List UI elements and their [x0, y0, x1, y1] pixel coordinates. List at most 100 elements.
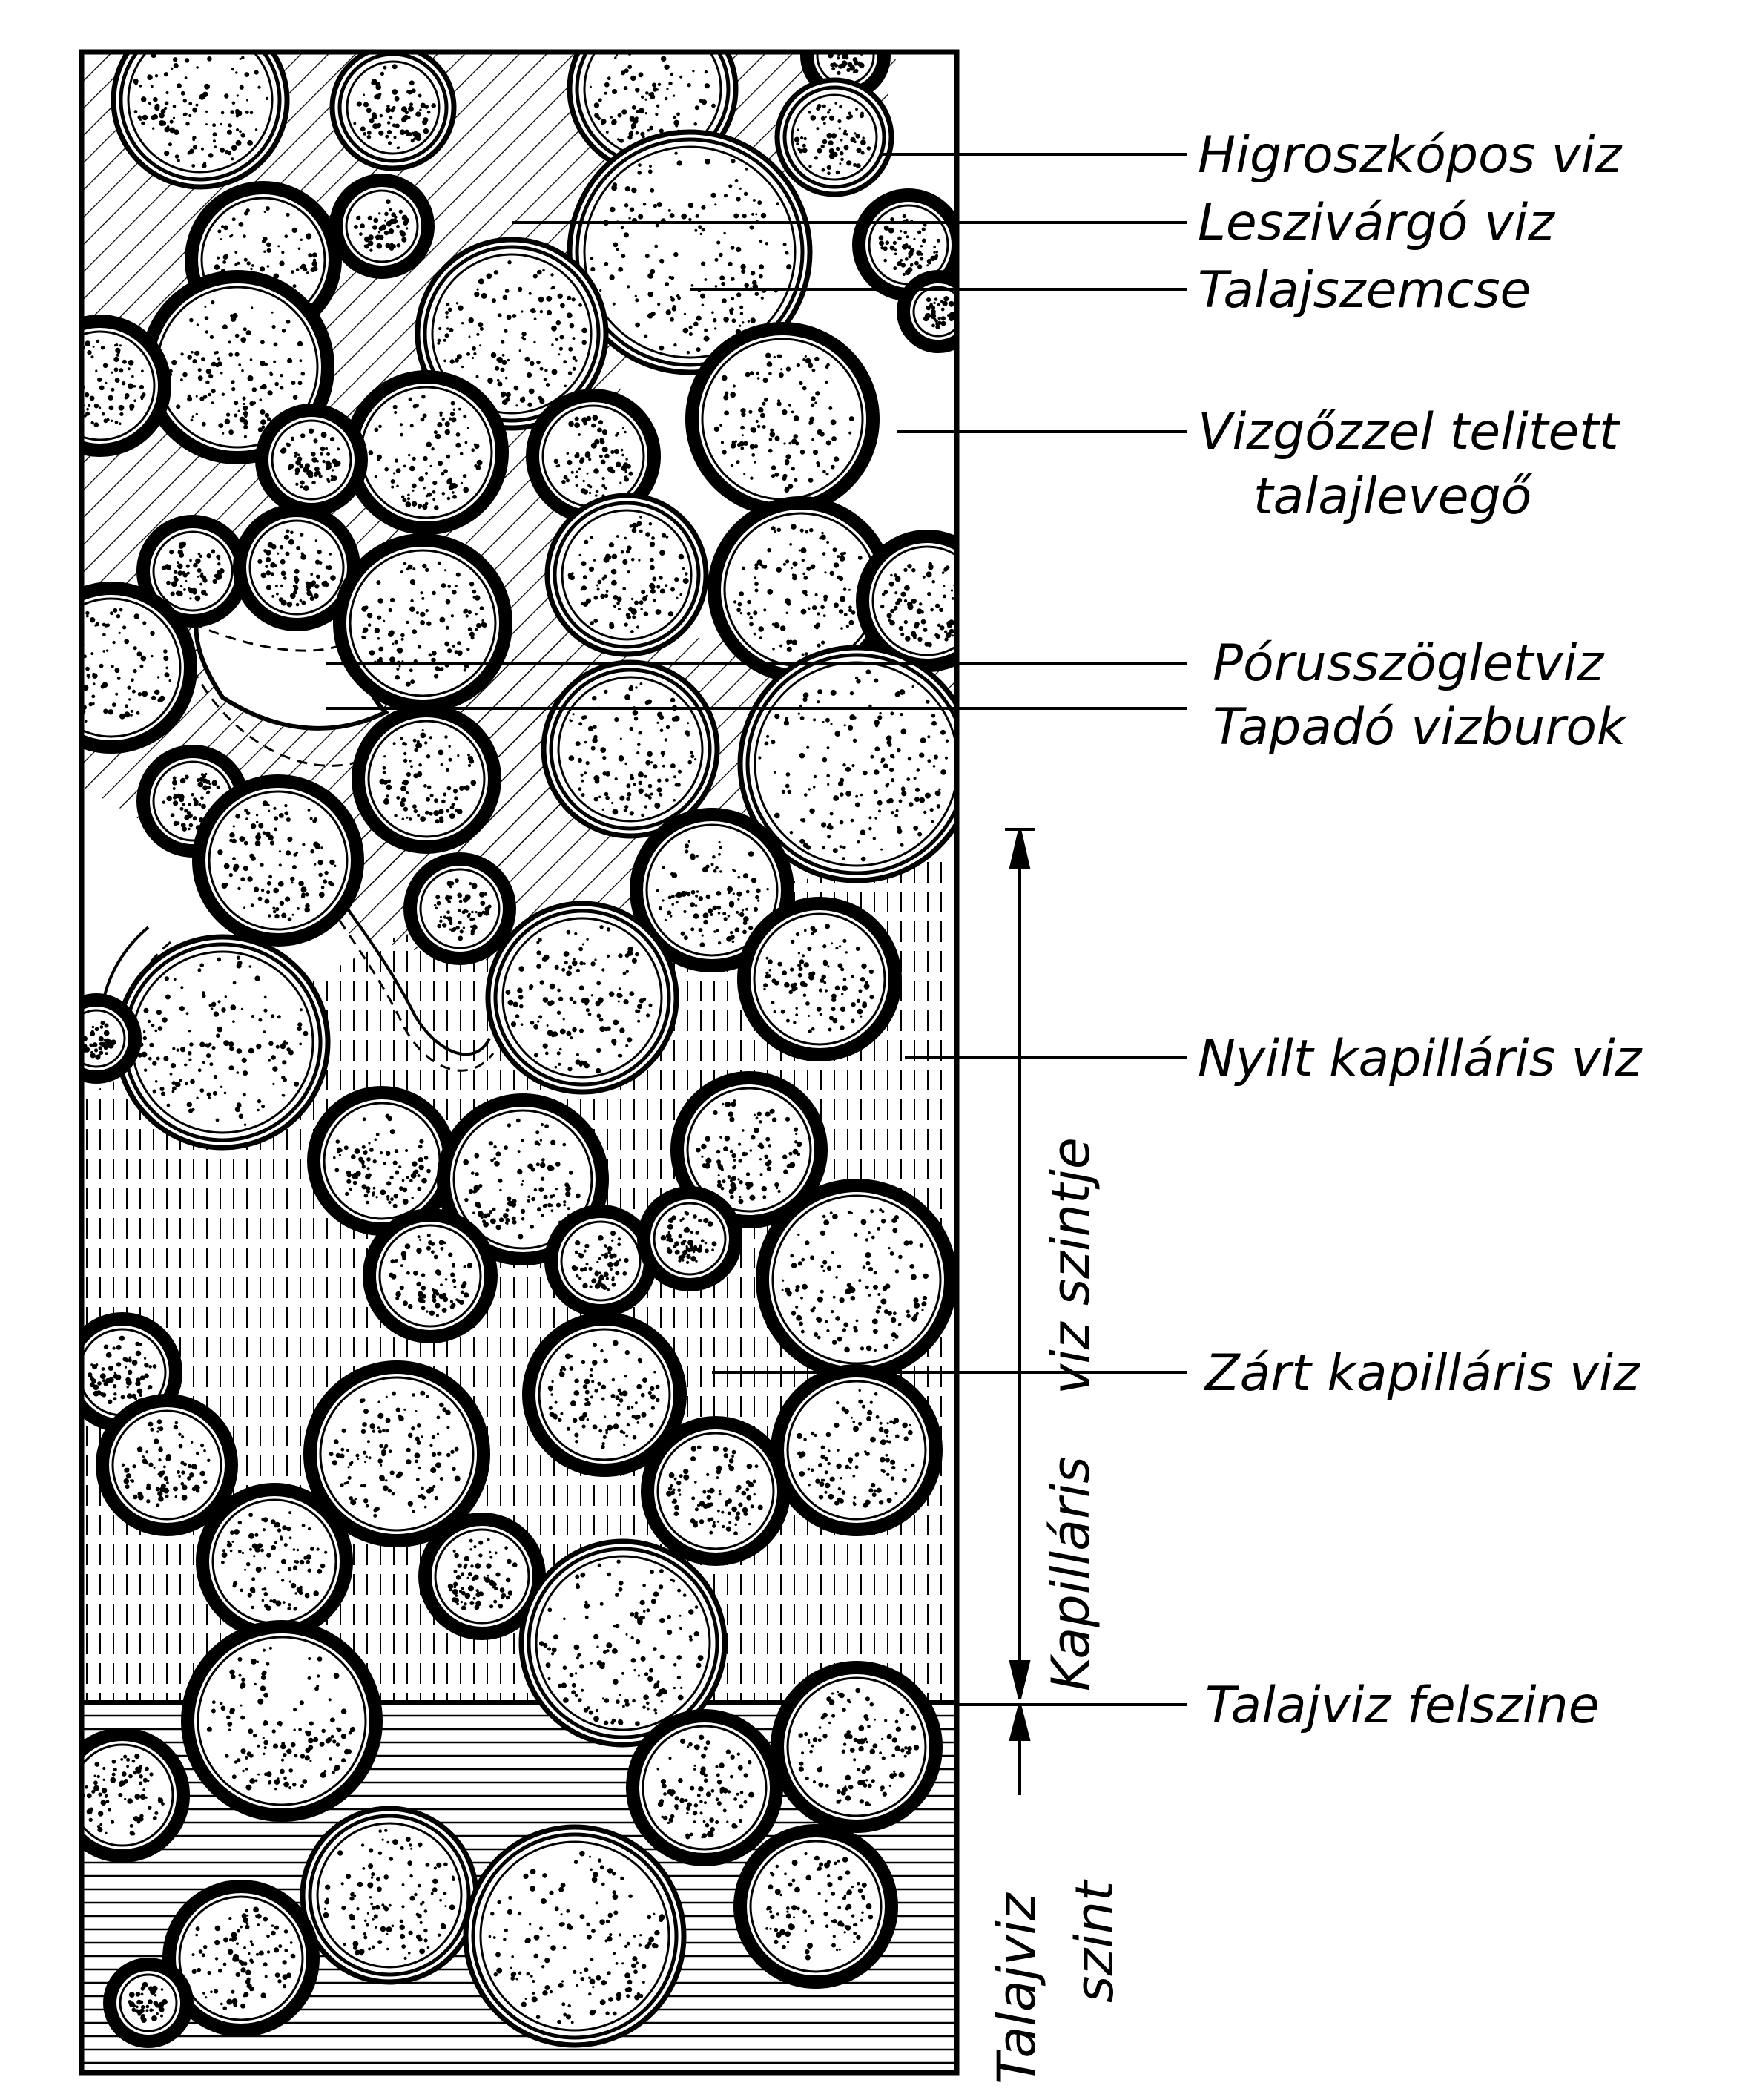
- soil-particle: [82, 1728, 190, 1863]
- soil-particle: [344, 370, 509, 535]
- soil-column: [82, 52, 957, 2073]
- soil-grain: [431, 253, 593, 415]
- soil-particle: [418, 1513, 546, 1640]
- soil-grain: [82, 597, 182, 738]
- label-vizgozzel-2: talajlevegő: [1253, 467, 1533, 526]
- soil-particle: [162, 1880, 320, 2037]
- soil-particle: [96, 1394, 238, 1536]
- soil-grain: [208, 790, 349, 931]
- soil-particle: [352, 704, 501, 854]
- soil-grain: [786, 1676, 927, 1817]
- soil-grain: [319, 1376, 475, 1532]
- soil-particle: [82, 315, 171, 457]
- soil-grain: [656, 1432, 775, 1550]
- soil-particle: [756, 1179, 957, 1380]
- soil-particle: [567, 52, 739, 175]
- soil-particle: [363, 1208, 498, 1343]
- soil-grain: [211, 1498, 337, 1625]
- soil-grain: [561, 509, 693, 641]
- column-frame: [79, 49, 960, 2076]
- soil-grain: [701, 338, 864, 501]
- soil-particle: [437, 1093, 609, 1265]
- soil-particle: [233, 504, 360, 631]
- soil-grain: [583, 145, 797, 359]
- soil-grain: [197, 1636, 367, 1806]
- soil-particle: [255, 404, 368, 516]
- soil-grain: [786, 1380, 927, 1521]
- soil-grain: [248, 519, 345, 616]
- soil-particle: [300, 1806, 479, 1985]
- soil-grain: [367, 720, 486, 838]
- soil-particle: [630, 808, 794, 972]
- soil-particle: [737, 645, 957, 883]
- soil-grain: [538, 1328, 671, 1461]
- soil-particles: [82, 52, 957, 2048]
- soil-particle: [103, 1958, 194, 2048]
- soil-particle: [114, 934, 331, 1151]
- soil-particle: [567, 129, 813, 375]
- soil-particle: [463, 1824, 687, 2048]
- soil-particle: [670, 1071, 828, 1228]
- leader-lines: [326, 153, 1187, 1706]
- soil-particle: [111, 52, 290, 190]
- vlabel-kapillaris: Kapilláris: [1041, 1456, 1101, 1691]
- soil-particle: [626, 1709, 783, 1866]
- soil-grain: [754, 661, 957, 867]
- soil-particle: [856, 530, 957, 672]
- label-tapado: Tapadó vizburok: [1213, 698, 1628, 757]
- soil-particle: [303, 1360, 490, 1547]
- soil-grain: [771, 1194, 942, 1365]
- label-zart: Zárt kapilláris viz: [1204, 1344, 1640, 1403]
- soil-grain: [541, 404, 645, 508]
- soil-grain: [360, 386, 493, 519]
- vlabel-viz-szintje: viz szintje: [1041, 1137, 1101, 1395]
- soil-particle: [544, 1205, 657, 1317]
- soil-particle: [196, 1483, 353, 1640]
- soil-particle: [774, 77, 894, 197]
- soil-particle: [522, 1312, 687, 1477]
- soil-particle: [82, 582, 197, 754]
- soil-particle: [637, 1186, 742, 1291]
- soil-particle: [737, 897, 902, 1061]
- soil-particle: [82, 993, 142, 1084]
- soil-grain: [642, 1725, 768, 1851]
- soil-particle: [192, 774, 364, 947]
- soil-grain: [82, 330, 156, 441]
- soil-grain: [111, 1409, 222, 1521]
- soil-grain: [501, 917, 663, 1079]
- soil-particle: [544, 493, 709, 657]
- vlabel-szint: szint: [1064, 1879, 1125, 2003]
- soil-particle: [518, 1538, 728, 1748]
- label-vizgozzel-1: Vizgőzzel telitett: [1198, 403, 1620, 461]
- soil-particle: [541, 659, 720, 839]
- soil-grain: [479, 1840, 670, 2032]
- label-porusszoglet: Pórusszögletviz: [1213, 634, 1605, 693]
- soil-particle: [685, 322, 880, 516]
- soil-particle: [136, 515, 249, 628]
- soil-grain: [871, 545, 957, 656]
- label-talajviz-felszine: Talajviz felszine: [1205, 1676, 1600, 1735]
- soil-particle: [136, 745, 249, 858]
- soil-grain: [178, 1895, 304, 2021]
- soil-particle: [641, 1416, 791, 1566]
- label-leszivargo: Leszivárgó viz: [1198, 194, 1555, 252]
- soil-particle: [403, 852, 516, 965]
- label-nyilt: Nyilt kapilláris viz: [1198, 1030, 1643, 1088]
- soil-particle: [897, 270, 957, 353]
- soil-particle: [307, 1086, 457, 1236]
- soil-particle: [329, 52, 457, 171]
- soil-grain: [557, 676, 704, 823]
- label-higroszkopos: Higroszkópos viz: [1198, 126, 1623, 185]
- soil-particle: [771, 1661, 943, 1833]
- soil-grain: [316, 1822, 463, 1969]
- labels: Higroszkópos viz Leszivárgó viz Talajsze…: [986, 126, 1643, 2084]
- vlabel-talajviz: Talajviz: [986, 1892, 1047, 2084]
- soil-particle: [771, 1364, 943, 1536]
- soil-particle: [329, 174, 435, 279]
- soil-particle: [485, 901, 679, 1095]
- capillary-height-dimension: [1005, 828, 1035, 1795]
- soil-grain: [723, 512, 879, 668]
- soil-grain: [419, 868, 501, 949]
